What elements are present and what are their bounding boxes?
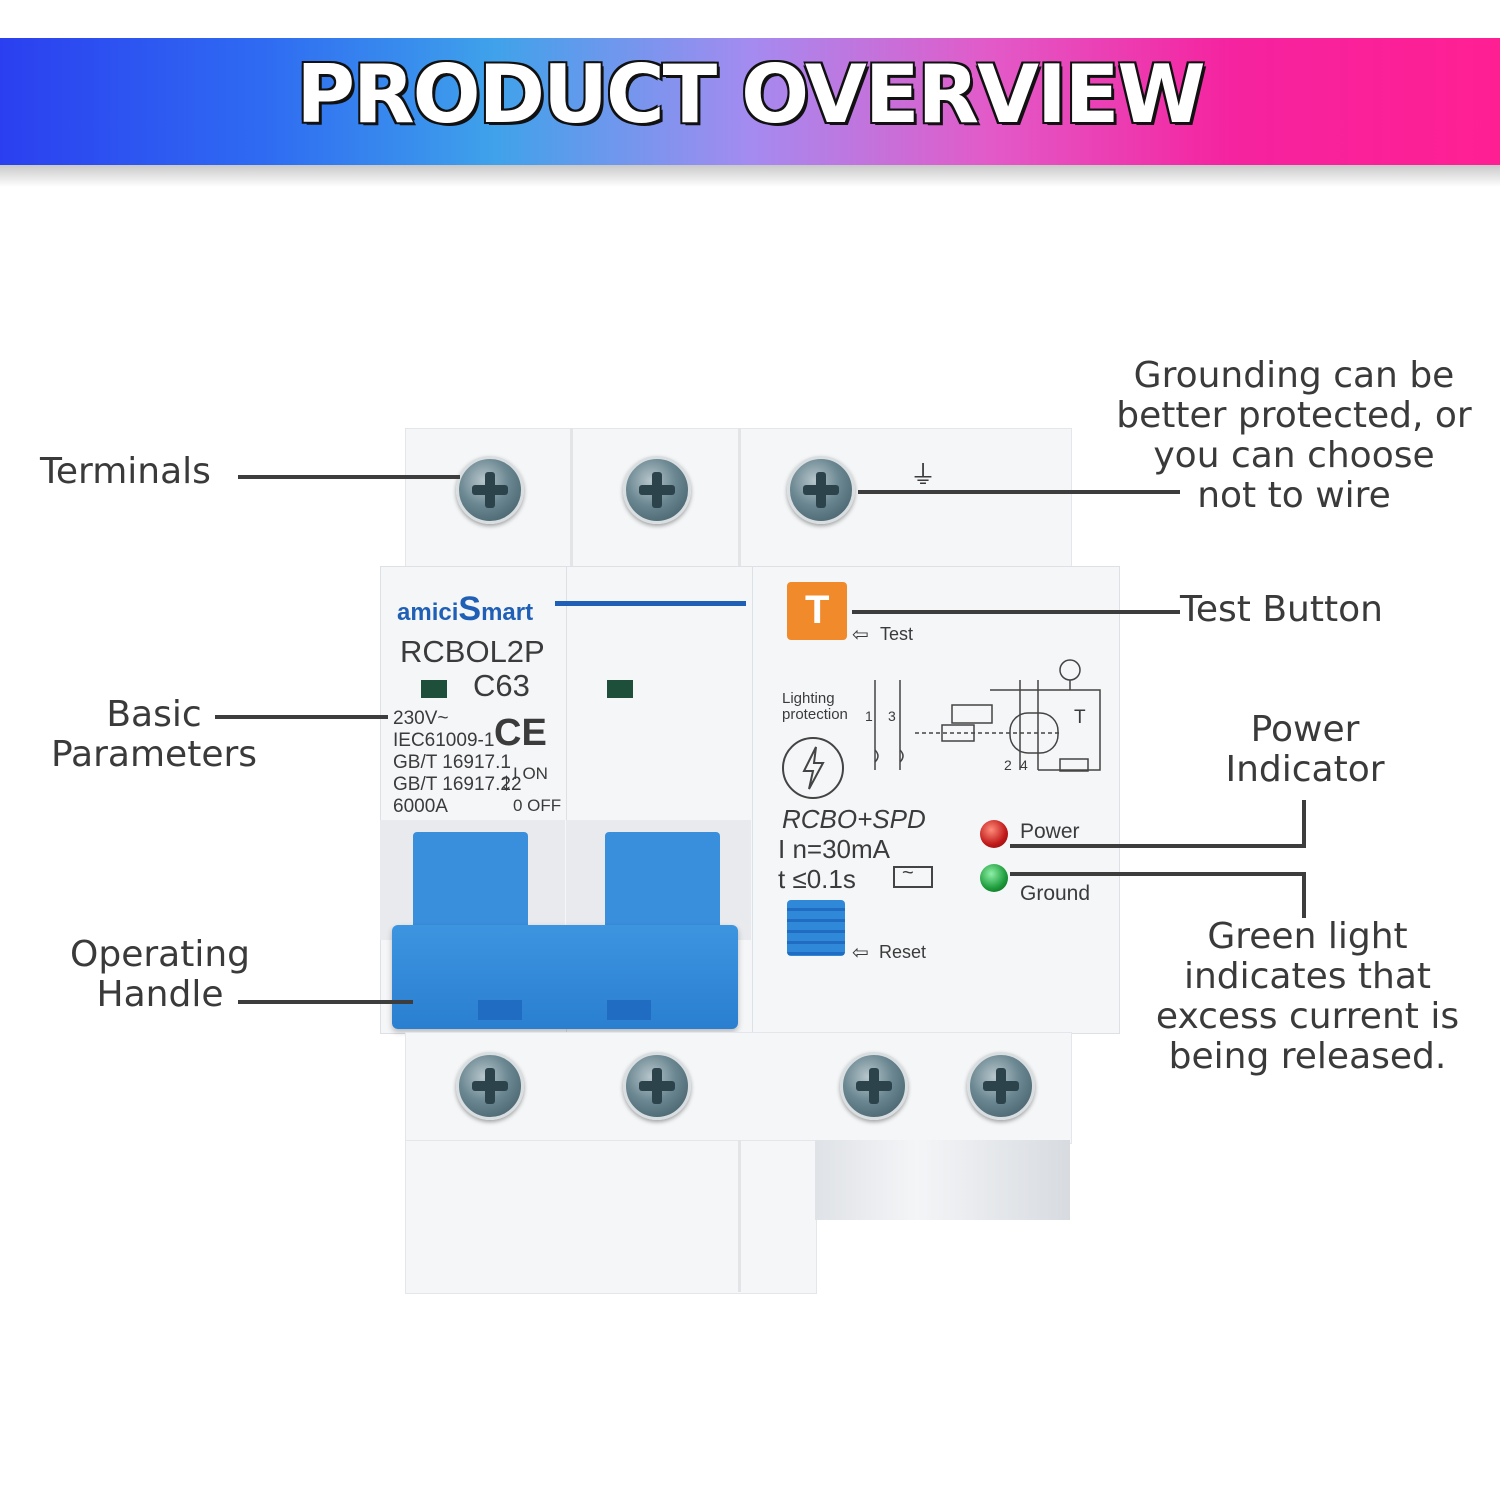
- wiring-diagram-icon: [874, 659, 1101, 772]
- ac-type-icon: [893, 866, 933, 888]
- leader-grounding: [858, 490, 1180, 494]
- callout-grounding: Grounding can be better protected, or yo…: [1098, 356, 1490, 516]
- leader-ground-horizontal: [1010, 872, 1306, 876]
- ac-wave-glyph: ~: [902, 862, 914, 884]
- callout-operating-handle-line-2: Handle: [96, 974, 224, 1015]
- leader-terminals: [238, 475, 460, 479]
- leader-test-button: [852, 610, 1180, 614]
- handle-toggle-middle[interactable]: [605, 832, 720, 932]
- callout-operating-handle: Operating Handle: [55, 935, 265, 1015]
- callout-test-button: Test Button: [1180, 589, 1383, 630]
- on-label: I ON: [513, 764, 548, 783]
- terminal-screw-top-2: [623, 456, 691, 524]
- callout-grounding-line-3: you can choose: [1153, 435, 1435, 476]
- terminal-screw-bottom-3: [840, 1052, 908, 1120]
- header-banner: [0, 38, 1500, 165]
- terminal-screw-bottom-4: [967, 1052, 1035, 1120]
- terminal-screw-top-3: [787, 456, 855, 524]
- leader-brand: [555, 601, 746, 606]
- callout-power-indicator-line-1: Power: [1250, 709, 1360, 750]
- brand-s: S: [458, 590, 482, 628]
- leader-basic-parameters: [215, 715, 388, 719]
- spec-standard-1: IEC61009-1: [393, 730, 495, 751]
- callout-operating-handle-line-1: Operating: [70, 934, 250, 975]
- diagram-letter-t: T: [1074, 707, 1086, 728]
- callout-grounding-line-2: better protected, or: [1116, 395, 1472, 436]
- ground-led-label: Ground: [1020, 882, 1091, 905]
- callout-green-light-line-1: Green light: [1207, 916, 1408, 957]
- reset-arrow-icon: ⇦: [852, 942, 869, 964]
- handle-notch-left: [478, 1000, 522, 1020]
- power-led: [980, 820, 1008, 848]
- lightning-protection-icon: [782, 737, 844, 799]
- brand-logo: amiciSmart: [397, 590, 533, 629]
- callout-grounding-line-1: Grounding can be: [1133, 355, 1455, 396]
- terminal-screw-bottom-1: [456, 1052, 524, 1120]
- reset-label: Reset: [879, 942, 927, 962]
- residual-current-label: I n=30mA: [778, 834, 891, 864]
- header-shadow: [0, 165, 1500, 187]
- operating-handle-bar[interactable]: [392, 925, 738, 1029]
- callout-green-light: Green light indicates that excess curren…: [1135, 917, 1480, 1077]
- callout-green-light-line-3: excess current is: [1155, 996, 1460, 1037]
- handle-toggle-left[interactable]: [413, 832, 528, 932]
- terminal-screw-top-1: [456, 456, 524, 524]
- trip-time-label: t ≤0.1s: [778, 864, 856, 894]
- type-label: RCBO+SPD: [782, 804, 926, 834]
- terminal-screw-bottom-2: [623, 1052, 691, 1120]
- top-divider-1: [570, 428, 573, 570]
- ground-symbol-icon: ⏚: [910, 460, 937, 490]
- spec-standard-2: GB/T 16917.1: [393, 752, 511, 773]
- callout-basic-parameters: Basic Parameters: [30, 695, 278, 775]
- din-base: [405, 1140, 817, 1294]
- callout-terminals: Terminals: [40, 451, 211, 492]
- rating-label: C63: [473, 668, 530, 703]
- test-label: Test: [880, 624, 914, 644]
- off-label: 0 OFF: [513, 796, 562, 815]
- test-arrow-icon: ⇦: [852, 624, 869, 646]
- model-label: RCBOL2P: [400, 634, 545, 669]
- callout-grounding-line-4: not to wire: [1197, 475, 1391, 516]
- brand-suffix: mart: [481, 599, 534, 626]
- leader-power-vertical: [1302, 800, 1306, 848]
- leader-power-horizontal: [1010, 844, 1306, 848]
- top-divider-2: [738, 428, 741, 570]
- ground-led: [980, 864, 1008, 892]
- callout-basic-parameters-line-1: Basic: [106, 694, 202, 735]
- lightning-label-2: protection: [782, 706, 848, 723]
- diagram-number-3: 3: [888, 708, 896, 724]
- spec-breaking-capacity: 6000A: [393, 796, 448, 817]
- spec-voltage: 230V~: [393, 708, 449, 729]
- on-off-arrow-icon: ↕: [500, 766, 513, 796]
- callout-green-light-line-4: being released.: [1168, 1036, 1447, 1077]
- leader-operating-handle: [238, 1000, 413, 1004]
- callout-power-indicator: Power Indicator: [1180, 710, 1430, 790]
- callout-green-light-line-2: indicates that: [1183, 956, 1432, 997]
- test-button-letter: T: [805, 588, 830, 632]
- brand-prefix: amici: [397, 599, 459, 626]
- handle-notch-right: [607, 1000, 651, 1020]
- callout-basic-parameters-line-2: Parameters: [50, 734, 258, 775]
- lightning-label-1: Lighting: [782, 690, 835, 707]
- power-led-label: Power: [1020, 820, 1080, 843]
- callout-power-indicator-line-2: Indicator: [1225, 749, 1385, 790]
- page-title: PRODUCT OVERVIEW: [296, 48, 1205, 141]
- din-rail-clip: [815, 1140, 1070, 1220]
- leader-ground-vertical: [1302, 872, 1306, 918]
- indicator-window-middle: [607, 680, 633, 698]
- din-base-divider: [738, 1140, 741, 1292]
- test-button[interactable]: [787, 582, 847, 640]
- indicator-window-left: [421, 680, 447, 698]
- spec-standard-3: GB/T 16917.22: [393, 774, 522, 795]
- reset-button[interactable]: [787, 900, 845, 956]
- ce-mark: CE: [494, 712, 547, 754]
- diagram-number-4: 4: [1020, 757, 1028, 773]
- diagram-number-2: 2: [1004, 757, 1012, 773]
- diagram-number-1: 1: [865, 708, 873, 724]
- breaker-module-rcd: [752, 566, 1120, 1034]
